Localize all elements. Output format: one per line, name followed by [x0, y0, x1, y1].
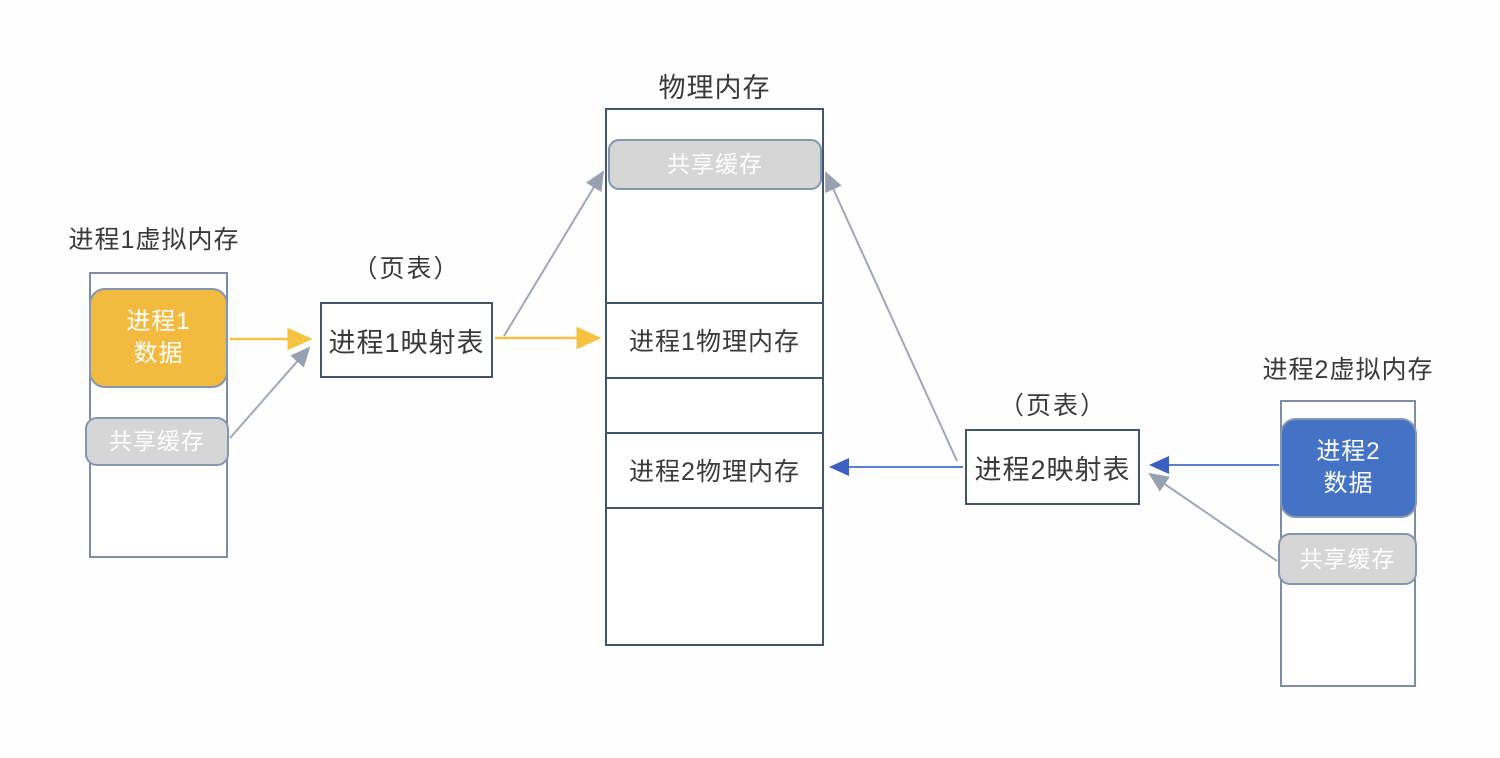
arrow-p1cache-to-p1map	[229, 346, 311, 439]
process1-map-box: 进程1映射表	[320, 302, 493, 378]
arrow-p1map-to-sharedcache	[503, 170, 605, 337]
pagetable1-label: （页表）	[352, 255, 461, 283]
pagetable2-label: （页表）	[998, 392, 1107, 420]
arrow-p2cache-to-p2map	[1148, 472, 1278, 562]
physical-p2-region-label: 进程2物理内存	[629, 457, 800, 486]
process1-title: 进程1虚拟内存	[68, 226, 240, 254]
arrow-p2map-to-sharedcache	[825, 171, 958, 462]
physical-container: 进程1物理内存 进程2物理内存	[605, 108, 824, 646]
physical-divider-2	[607, 377, 822, 379]
physical-title: 物理内存	[658, 73, 771, 103]
process2-cache-block: 共享缓存	[1278, 533, 1417, 585]
process1-data-block: 进程1 数据	[89, 288, 228, 388]
process2-title: 进程2虚拟内存	[1262, 356, 1434, 384]
physical-p1-region-label: 进程1物理内存	[629, 327, 800, 356]
physical-divider-4	[607, 507, 822, 509]
physical-divider-3	[607, 432, 822, 434]
physical-shared-cache-block: 共享缓存	[608, 139, 822, 190]
process2-data-block: 进程2 数据	[1280, 418, 1417, 518]
physical-divider-1	[607, 302, 822, 304]
process2-map-box: 进程2映射表	[965, 429, 1140, 505]
process1-cache-block: 共享缓存	[85, 417, 229, 466]
